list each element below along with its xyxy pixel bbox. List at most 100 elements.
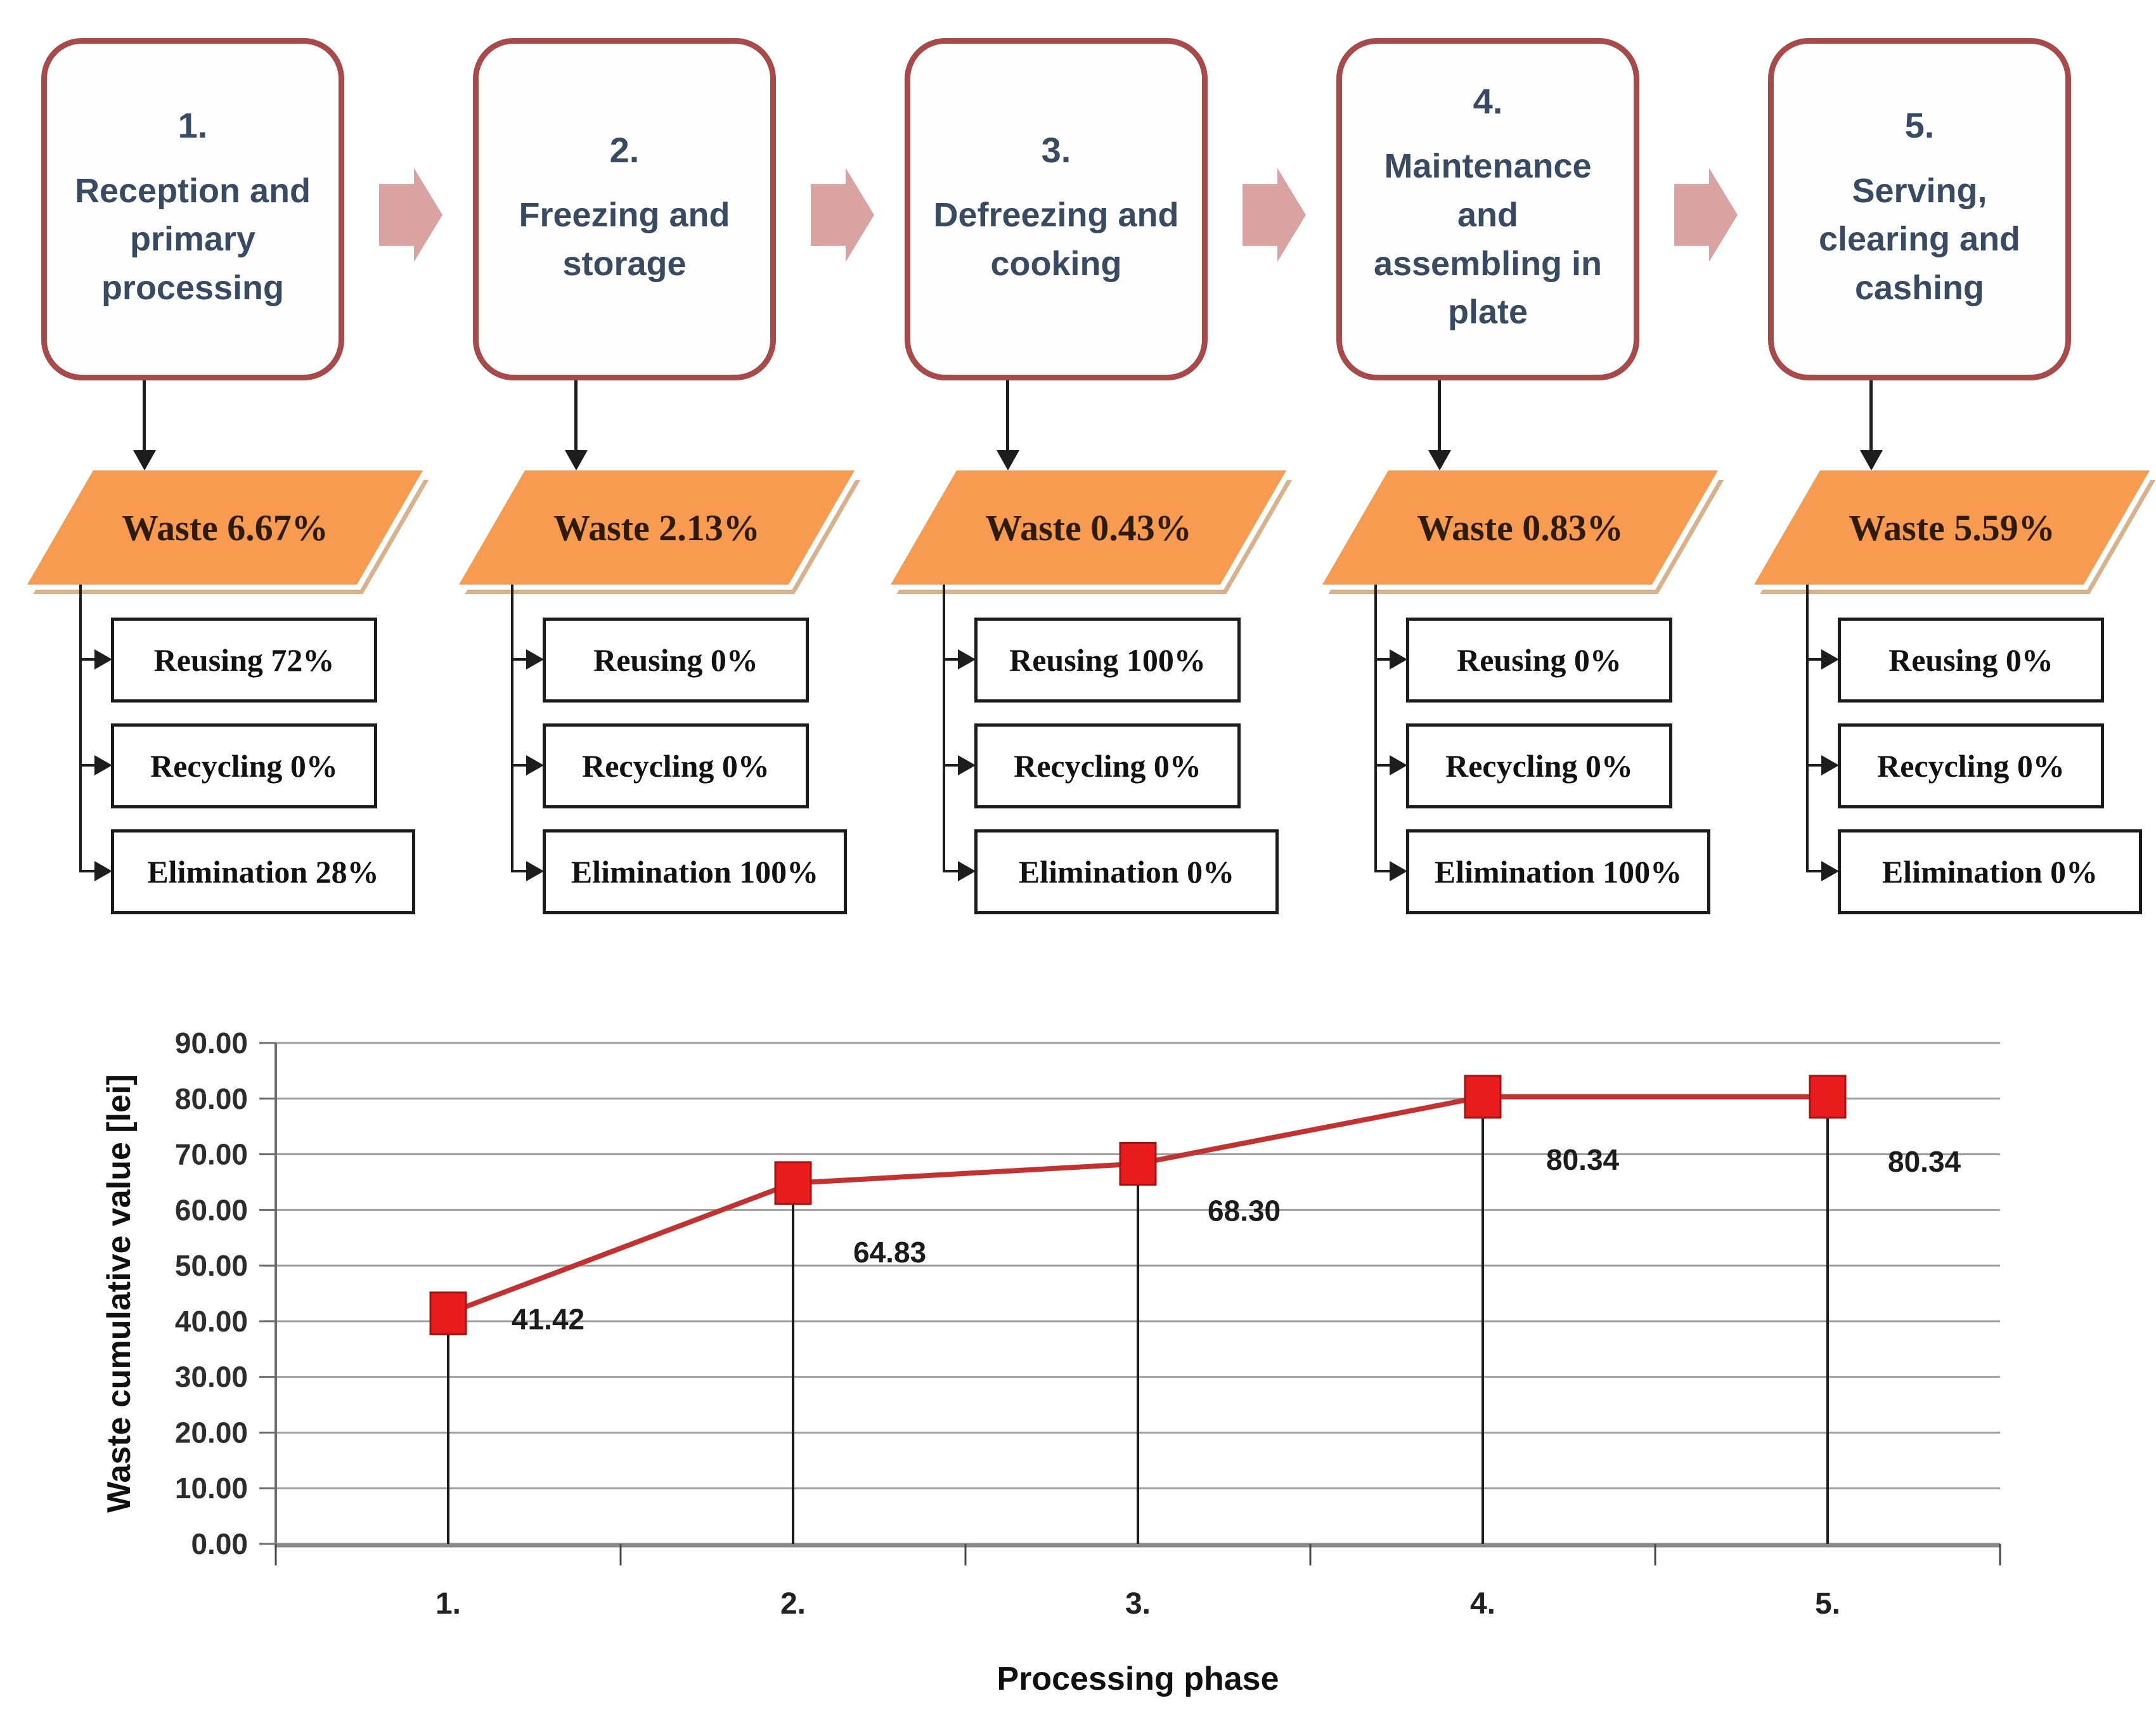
right-arrow-icon [379,168,442,262]
waste-parallelogram: Waste 6.67% [27,470,423,585]
branch-arrow-icon [511,861,544,881]
stage-number: 1. [178,105,208,146]
elimination-box: Elimination 100% [1406,829,1710,914]
branch-arrow-icon [1806,755,1839,775]
x-tick-label: 3. [1125,1587,1151,1621]
reusing-box: Reusing 72% [111,618,377,703]
elimination-box: Elimination 28% [111,829,415,914]
connector-line [1374,585,1377,872]
stage-title: Reception and primary processing [74,171,311,308]
y-tick-label: 80.00 [175,1082,248,1115]
data-point-marker [1464,1075,1502,1119]
connector-line [943,585,945,872]
down-arrow-icon [997,380,1019,470]
stage-box: 3. Defreezing and cooking [905,38,1208,380]
branch-arrow-icon [79,861,112,881]
stage-title: Maintenance and assembling in plate [1373,147,1603,332]
connector-line [1806,585,1809,872]
down-arrow-icon [565,380,588,470]
branch-arrow-icon [943,861,976,881]
y-tick-label: 0.00 [191,1527,248,1560]
waste-parallelogram: Waste 0.43% [891,470,1286,585]
reusing-box: Reusing 0% [1838,618,2104,703]
x-axis-title: Processing phase [997,1661,1279,1697]
data-point-label: 80.34 [1546,1143,1620,1176]
stage-box: 4. Maintenance and assembling in plate [1336,38,1639,380]
data-point-marker [1119,1141,1157,1186]
stage-column-1: 1. Reception and primary processing Wast… [27,38,423,919]
stage-title: Defreezing and cooking [933,196,1179,283]
waste-label: Waste 2.13% [553,507,760,548]
data-point-label: 80.34 [1888,1145,1961,1178]
branch-arrow-icon [943,649,976,670]
stage-column-3: 3. Defreezing and cooking Waste 0.43% Re… [891,38,1286,919]
waste-label: Waste 6.67% [122,507,328,548]
x-tick-label: 5. [1815,1587,1840,1621]
waste-label: Waste 5.59% [1849,507,2055,548]
right-arrow-icon [811,168,874,262]
down-arrow-icon [1428,380,1451,470]
stage-title: Serving, clearing and cashing [1818,171,2021,308]
stage-box: 5. Serving, clearing and cashing [1768,38,2071,380]
recycling-box: Recycling 0% [111,723,377,808]
branch-arrow-icon [511,755,544,775]
stage-number: 3. [1041,129,1071,170]
elimination-box: Elimination 0% [1838,829,2142,914]
y-tick-label: 20.00 [175,1416,248,1449]
waste-parallelogram: Waste 5.59% [1754,470,2150,585]
stage-number: 2. [609,129,640,170]
recycling-box: Recycling 0% [1406,723,1672,808]
y-tick-label: 40.00 [175,1305,248,1338]
y-axis-title: Waste cumulative value [lei] [101,1074,138,1513]
data-point-marker [774,1161,812,1205]
reusing-box: Reusing 0% [1406,618,1672,703]
data-point-marker [429,1291,467,1335]
x-tick-label: 2. [780,1587,806,1621]
waste-parallelogram: Waste 2.13% [459,470,855,585]
branch-arrow-icon [1374,649,1407,670]
waste-parallelogram: Waste 0.83% [1322,470,1718,585]
branch-arrow-icon [1374,861,1407,881]
stage-box: 1. Reception and primary processing [41,38,344,380]
x-tick-label: 4. [1470,1587,1495,1621]
stage-title: Freezing and storage [519,196,730,283]
stage-number: 5. [1904,105,1935,146]
connector-line [79,585,82,872]
right-arrow-icon [1243,168,1306,262]
recycling-box: Recycling 0% [1838,723,2104,808]
elimination-box: Elimination 0% [974,829,1279,914]
y-tick-label: 70.00 [175,1138,248,1171]
y-tick-label: 10.00 [175,1472,248,1505]
stage-number: 4. [1473,81,1503,121]
stage-column-5: 5. Serving, clearing and cashing Waste 5… [1754,38,2150,919]
branch-arrow-icon [79,649,112,670]
reusing-box: Reusing 0% [543,618,809,703]
y-tick-label: 30.00 [175,1361,248,1394]
waste-label: Waste 0.43% [985,507,1192,548]
branch-arrow-icon [943,755,976,775]
y-tick-label: 50.00 [175,1249,248,1282]
y-tick-label: 60.00 [175,1193,248,1226]
data-point-label: 41.42 [512,1302,584,1335]
data-point-label: 64.83 [853,1236,926,1269]
data-point-label: 68.30 [1208,1194,1281,1227]
x-tick-label: 1. [436,1587,461,1621]
waste-label: Waste 0.83% [1417,507,1623,548]
recycling-box: Recycling 0% [974,723,1241,808]
branch-arrow-icon [79,755,112,775]
down-arrow-icon [1860,380,1883,470]
chart-plot-area: 90.0080.0070.0060.0050.0040.0030.0020.00… [175,1027,2001,1621]
waste-cumulative-chart: 90.0080.0070.0060.0050.0040.0030.0020.00… [101,1027,2001,1697]
branch-arrow-icon [1374,755,1407,775]
connector-line [511,585,513,872]
stage-column-2: 2. Freezing and storage Waste 2.13% Reus… [459,38,855,919]
branch-arrow-icon [511,649,544,670]
branch-arrow-icon [1806,649,1839,670]
branch-arrow-icon [1806,861,1839,881]
recycling-box: Recycling 0% [543,723,809,808]
data-point-marker [1809,1075,1847,1119]
elimination-box: Elimination 100% [543,829,847,914]
stage-column-4: 4. Maintenance and assembling in plate W… [1322,38,1718,919]
reusing-box: Reusing 100% [974,618,1241,703]
